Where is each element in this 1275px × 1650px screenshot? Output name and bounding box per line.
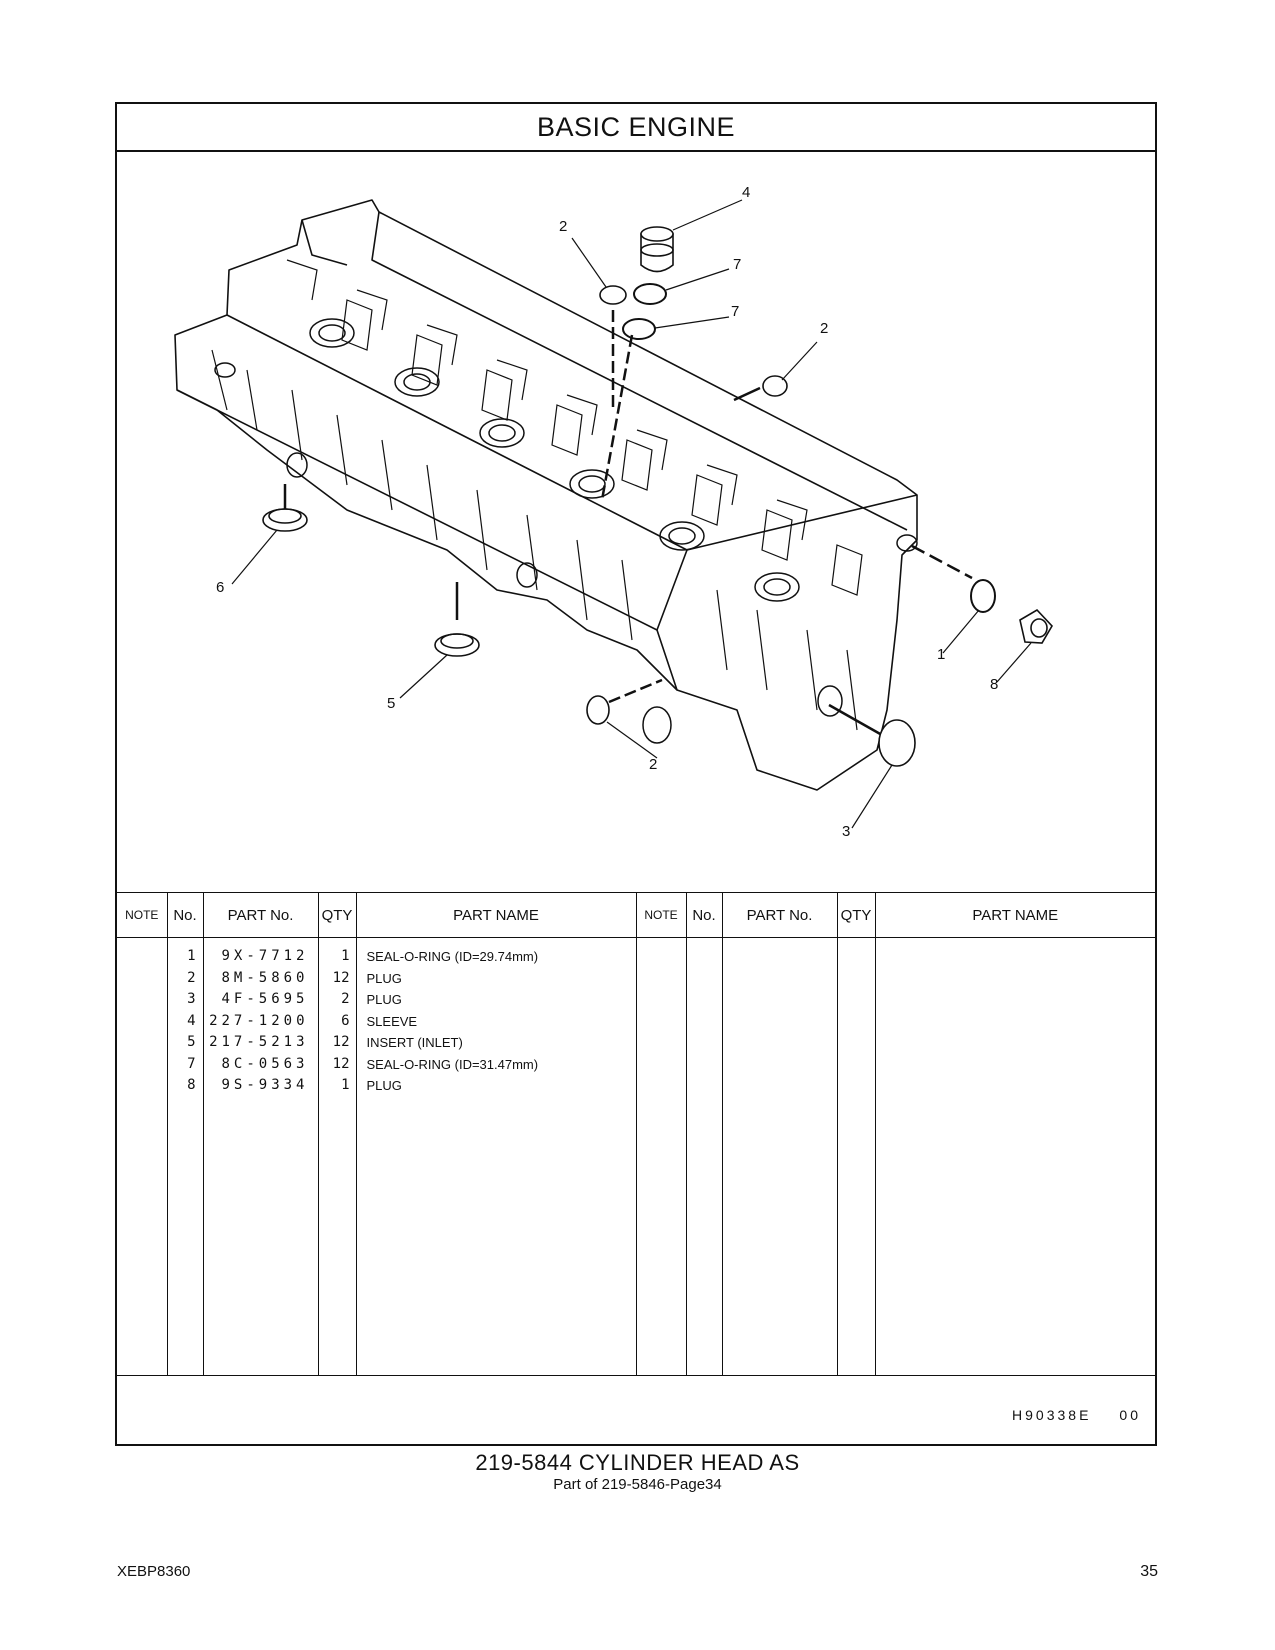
note-column-right — [635, 937, 686, 1375]
row-part-name: PLUG — [366, 1078, 402, 1093]
header-note-right: NOTE — [635, 893, 686, 938]
illustration-ref-code: H90338E 00 — [1012, 1407, 1141, 1423]
row-qty: 12 — [332, 1034, 350, 1050]
row-part-no: 217-5213 — [209, 1034, 309, 1050]
row-part-name: INSERT (INLET) — [366, 1035, 463, 1050]
row-no: 7 — [187, 1055, 196, 1072]
part-no-column: 9X-7712 8M-5860 4F-5695 227-1200 217-521… — [202, 937, 318, 1375]
cylinder-head-drawing — [174, 199, 1053, 829]
plug-part-right — [762, 375, 788, 397]
callout-label: 3 — [842, 823, 851, 840]
row-part-name: SEAL-O-RING (ID=31.47mm) — [366, 1056, 539, 1072]
exploded-parts-diagram: 4 2 7 7 2 6 5 1 8 2 3 — [117, 150, 1155, 892]
row-part-no: 8C-0563 — [221, 1055, 309, 1072]
parts-table: NOTE No. PART No. QTY PART NAME NOTE No.… — [117, 893, 1155, 1375]
o-ring-part-lower — [622, 318, 656, 340]
no-column: 1 2 3 4 5 7 8 — [166, 937, 203, 1375]
row-part-name: SEAL-O-RING (ID=29.74mm) — [366, 949, 539, 964]
header-part-no: PART No. — [202, 893, 318, 938]
row-part-name: SLEEVE — [366, 1013, 418, 1029]
row-part-name: PLUG — [366, 992, 402, 1007]
row-no: 8 — [187, 1077, 196, 1093]
plug-part-top — [599, 285, 627, 305]
callout-label: 6 — [216, 579, 225, 596]
header-no: No. — [166, 893, 203, 938]
callout-label: 5 — [387, 695, 396, 712]
callout-label: 2 — [820, 320, 829, 337]
ref-rev-text: 00 — [1119, 1407, 1141, 1423]
row-part-name: PLUG — [366, 970, 402, 986]
part-name-column-right — [874, 937, 1155, 1375]
note-column — [117, 938, 167, 1376]
assembly-line-2-right — [733, 386, 761, 402]
qty-column-right — [836, 937, 875, 1375]
assembly-line-1-8 — [911, 544, 973, 580]
row-qty: 12 — [332, 1055, 350, 1072]
row-part-no: 8M-5860 — [221, 969, 309, 986]
row-part-no: 227-1200 — [209, 1012, 309, 1029]
header-no-right: No. — [685, 893, 722, 938]
header-note: NOTE — [117, 893, 167, 938]
callout-label: 8 — [990, 676, 999, 693]
o-ring-part-upper — [633, 283, 667, 305]
callout-label: 2 — [559, 218, 568, 235]
sleeve-part — [640, 233, 674, 273]
callout-label: 2 — [649, 756, 658, 773]
row-qty: 12 — [332, 969, 350, 986]
assembly-line-2-bottom — [608, 678, 663, 704]
part-no-column-right — [721, 937, 837, 1375]
row-qty: 1 — [341, 948, 350, 964]
row-part-no: 9X-7712 — [221, 948, 309, 964]
section-title: BASIC ENGINE — [117, 104, 1155, 152]
callout-label: 4 — [742, 184, 751, 201]
row-part-no: 9S-9334 — [221, 1077, 309, 1093]
document-id: XEBP8360 — [117, 1563, 191, 1580]
header-qty-right: QTY — [836, 893, 875, 938]
qty-column: 1 12 2 6 12 12 1 — [317, 937, 356, 1375]
header-part-name-right: PART NAME — [874, 893, 1155, 938]
catalog-frame: BASIC ENGINE — [115, 102, 1157, 1446]
row-qty: 1 — [341, 1077, 350, 1093]
header-qty: QTY — [317, 893, 356, 938]
no-column-right — [685, 937, 722, 1375]
callout-label: 1 — [937, 646, 946, 663]
row-no: 1 — [187, 948, 196, 964]
callout-label: 7 — [731, 303, 740, 320]
assembly-line-3 — [828, 703, 883, 737]
header-part-no-right: PART No. — [721, 893, 837, 938]
part-name-column: SEAL-O-RING (ID=29.74mm) PLUG PLUG SLEEV… — [355, 937, 636, 1375]
assembly-subtitle: Part of 219-5846-Page34 — [553, 1476, 722, 1493]
header-part-name: PART NAME — [355, 893, 636, 938]
cylinder-head-outline — [174, 199, 918, 791]
row-no: 2 — [187, 969, 196, 986]
page-number: 35 — [1140, 1563, 1158, 1580]
ref-code-text: H90338E — [1012, 1407, 1092, 1423]
o-ring-part-side — [970, 579, 996, 613]
insert-part-left — [262, 508, 308, 532]
row-no: 5 — [187, 1034, 196, 1050]
row-part-no: 4F-5695 — [221, 991, 309, 1007]
insert-part-bottom — [434, 633, 480, 657]
row-no: 3 — [187, 991, 196, 1007]
plug-part-3 — [878, 719, 916, 767]
assembly-title: 219-5844 CYLINDER HEAD AS — [475, 1450, 800, 1475]
parts-table-area: NOTE No. PART No. QTY PART NAME NOTE No.… — [117, 892, 1155, 1376]
assembly-line-7 — [600, 334, 634, 501]
row-qty: 6 — [341, 1012, 350, 1029]
row-qty: 2 — [341, 991, 350, 1007]
row-no: 4 — [187, 1012, 196, 1029]
plug-part-bottom — [586, 695, 610, 725]
callout-label: 7 — [733, 256, 742, 273]
